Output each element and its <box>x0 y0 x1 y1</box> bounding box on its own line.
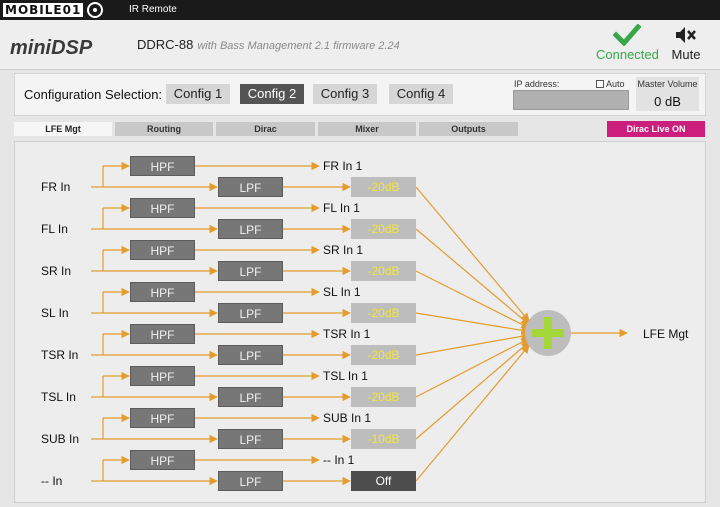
channel-output-label: SUB In 1 <box>323 411 372 425</box>
input-label: SR In <box>41 264 72 278</box>
master-volume-value: 0 dB <box>654 94 681 109</box>
lpf-button[interactable]: LPF <box>218 429 283 449</box>
hpf-button[interactable]: HPF <box>130 450 195 470</box>
connection-status-label: Connected <box>596 47 659 62</box>
tab-mixer[interactable]: Mixer <box>318 122 416 136</box>
configuration-panel: Configuration Selection: Config 1 Config… <box>14 73 706 116</box>
channel-output-label: SR In 1 <box>323 243 364 257</box>
gain-control[interactable]: -20dB <box>351 387 416 407</box>
watermark-text: MOBILE01 <box>3 3 84 17</box>
gain-control[interactable]: -10dB <box>351 429 416 449</box>
connection-status[interactable]: Connected <box>596 24 659 62</box>
device-subtitle: with Bass Management 2.1 firmware 2.24 <box>197 40 400 52</box>
dirac-live-button[interactable]: Dirac Live ON <box>607 121 705 137</box>
wire-arrow <box>415 344 530 482</box>
input-label: SUB In <box>41 432 80 446</box>
plus-icon <box>532 317 564 349</box>
auto-checkbox-label: Auto <box>606 79 625 89</box>
watermark: MOBILE01 <box>3 1 106 19</box>
wire-arrow <box>415 341 530 440</box>
output-label: LFE Mgt <box>643 327 689 341</box>
lpf-button[interactable]: LPF <box>218 303 283 323</box>
input-label: TSR In <box>41 348 79 362</box>
channel-output-label: FR In 1 <box>323 159 363 173</box>
brand-logo-text: miniDSP <box>10 37 93 59</box>
checkmark-icon <box>613 24 641 46</box>
config-3-button[interactable]: Config 3 <box>313 84 377 104</box>
tab-lfe-mgt[interactable]: LFE Mgt <box>14 122 112 136</box>
lpf-button[interactable]: LPF <box>218 177 283 197</box>
lpf-button[interactable]: LPF <box>218 345 283 365</box>
gain-control[interactable]: -20dB <box>351 177 416 197</box>
config-2-button[interactable]: Config 2 <box>240 84 304 104</box>
wire-arrow <box>415 312 530 335</box>
configuration-selection-label: Configuration Selection: <box>24 87 163 102</box>
input-label: FL In <box>41 222 68 236</box>
channel-output-label: -- In 1 <box>323 453 355 467</box>
master-volume[interactable]: Master Volume 0 dB <box>636 77 699 111</box>
hpf-button[interactable]: HPF <box>130 324 195 344</box>
lfe-diagram: FR In HPF LPF FR In 1 -20dB FL In HPF LPF FL In … <box>14 141 706 503</box>
ip-address-input[interactable] <box>513 90 629 110</box>
gain-control[interactable]: Off <box>351 471 416 491</box>
gain-control[interactable]: -20dB <box>351 303 416 323</box>
wire-arrow <box>415 332 530 356</box>
lpf-button[interactable]: LPF <box>218 261 283 281</box>
mute-button[interactable]: Mute <box>668 26 704 62</box>
tab-routing[interactable]: Routing <box>115 122 213 136</box>
brand-logo: miniDSP <box>10 37 93 59</box>
wire-arrow <box>415 270 530 329</box>
channel-output-label: TSR In 1 <box>323 327 371 341</box>
config-4-button[interactable]: Config 4 <box>389 84 453 104</box>
auto-checkbox-box[interactable] <box>596 80 604 88</box>
wire-arrow <box>415 228 530 326</box>
window-title: IR Remote <box>129 4 177 15</box>
tab-dirac[interactable]: Dirac <box>216 122 315 136</box>
connector-lines <box>91 161 628 486</box>
gain-control[interactable]: -20dB <box>351 219 416 239</box>
ip-address-label: IP address: <box>514 79 560 89</box>
auto-checkbox[interactable]: Auto <box>596 79 625 89</box>
input-label: -- In <box>41 474 63 488</box>
hpf-button[interactable]: HPF <box>130 156 195 176</box>
wire-arrow <box>415 337 530 398</box>
gain-control[interactable]: -20dB <box>351 261 416 281</box>
input-label: FR In <box>41 180 71 194</box>
device-name: DDRC-88 <box>137 37 194 52</box>
summing-node <box>525 310 571 356</box>
channel-output-label: FL In 1 <box>323 201 360 215</box>
watermark-logo-icon <box>87 2 104 18</box>
speaker-mute-icon <box>676 27 696 43</box>
config-1-button[interactable]: Config 1 <box>166 84 230 104</box>
lpf-button[interactable]: LPF <box>218 219 283 239</box>
gain-control[interactable]: -20dB <box>351 345 416 365</box>
lpf-button[interactable]: LPF <box>218 471 283 491</box>
hpf-button[interactable]: HPF <box>130 198 195 218</box>
hpf-button[interactable]: HPF <box>130 240 195 260</box>
wire-arrow <box>415 186 530 322</box>
channel-output-label: SL In 1 <box>323 285 361 299</box>
tab-outputs[interactable]: Outputs <box>419 122 518 136</box>
hpf-button[interactable]: HPF <box>130 282 195 302</box>
input-label: TSL In <box>41 390 76 404</box>
input-label: SL In <box>41 306 69 320</box>
title-bar: MOBILE01 IR Remote <box>0 0 720 20</box>
hpf-button[interactable]: HPF <box>130 408 195 428</box>
hpf-button[interactable]: HPF <box>130 366 195 386</box>
channel-output-label: TSL In 1 <box>323 369 368 383</box>
mute-label: Mute <box>671 47 701 62</box>
master-volume-label: Master Volume <box>637 79 698 89</box>
lpf-button[interactable]: LPF <box>218 387 283 407</box>
